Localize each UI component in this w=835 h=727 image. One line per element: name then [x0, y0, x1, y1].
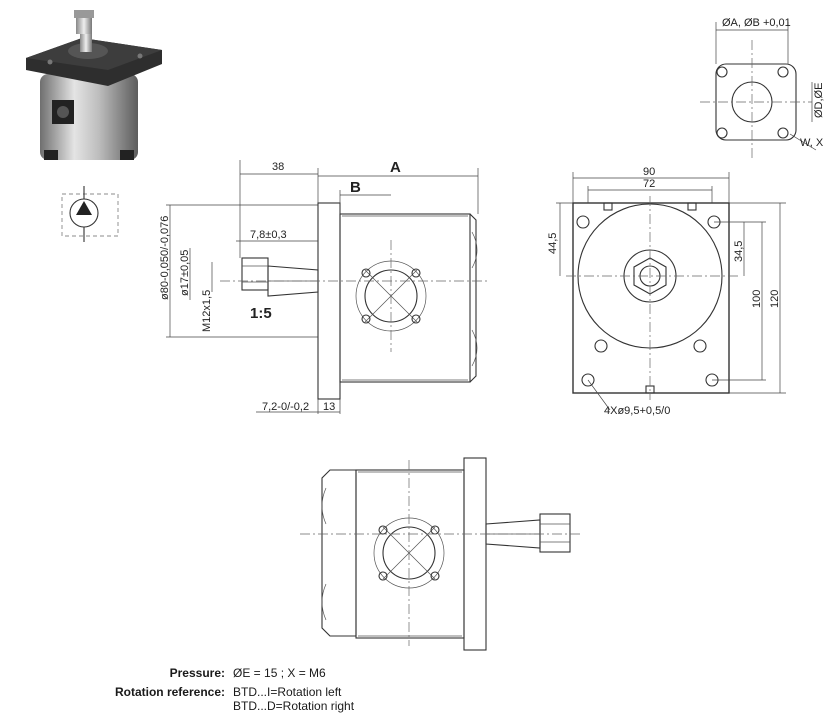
dim-72: 72 — [643, 178, 655, 190]
dim-13: 13 — [323, 401, 335, 413]
port-wx-label: W, X — [800, 137, 824, 149]
dim-shaft-17: ø17±0,05 — [179, 250, 191, 296]
dim-44-5: 44,5 — [547, 233, 559, 254]
bottom-view-drawing — [300, 457, 580, 651]
pressure-row: Pressure: ØE = 15 ; X = M6 — [60, 666, 354, 680]
rotation-left: BTD...I=Rotation left — [233, 685, 342, 699]
dim-holes: 4Xø9,5+0,5/0 — [604, 405, 670, 417]
taper-ratio: 1:5 — [250, 305, 272, 322]
dim-pilot-80: ø80-0,050/-0,076 — [159, 216, 171, 300]
dim-thread: M12x1,5 — [201, 290, 213, 332]
dim-90: 90 — [643, 166, 655, 178]
dim-7-2: 7,2-0/-0,2 — [262, 401, 309, 413]
dim-b: B — [350, 179, 361, 196]
hydraulic-pump-symbol — [61, 186, 119, 242]
rotation-values: BTD...I=Rotation left BTD...D=Rotation r… — [233, 685, 354, 713]
dim-34-5: 34,5 — [733, 241, 745, 262]
rotation-label: Rotation reference: — [114, 685, 225, 699]
pressure-value: ØE = 15 ; X = M6 — [233, 666, 326, 680]
rotation-row: Rotation reference: BTD...I=Rotation lef… — [60, 685, 354, 713]
rotation-right: BTD...D=Rotation right — [233, 699, 355, 713]
pressure-label: Pressure: — [169, 666, 225, 680]
dim-120: 120 — [769, 290, 781, 308]
port-ab-label: ØA, ØB +0,01 — [722, 17, 791, 29]
port-detail-drawing: ØA, ØB +0,01 ØD,ØE W, X — [700, 17, 825, 160]
dim-a: A — [390, 159, 401, 176]
specs-legend: Pressure: ØE = 15 ; X = M6 Rotation refe… — [60, 666, 354, 718]
side-view-drawing: 38 A B 7,8±0,3 1:5 ø80-0,050/-0,076 ø17±… — [159, 159, 490, 414]
dim-38: 38 — [272, 161, 284, 173]
port-de-label: ØD,ØE — [813, 83, 825, 118]
front-view-drawing: 90 72 44,5 34,5 100 120 4Xø9,5+0,5/0 — [547, 166, 786, 417]
dim-7-8: 7,8±0,3 — [250, 229, 287, 241]
pump-photo — [26, 10, 162, 160]
dim-100: 100 — [751, 290, 763, 308]
